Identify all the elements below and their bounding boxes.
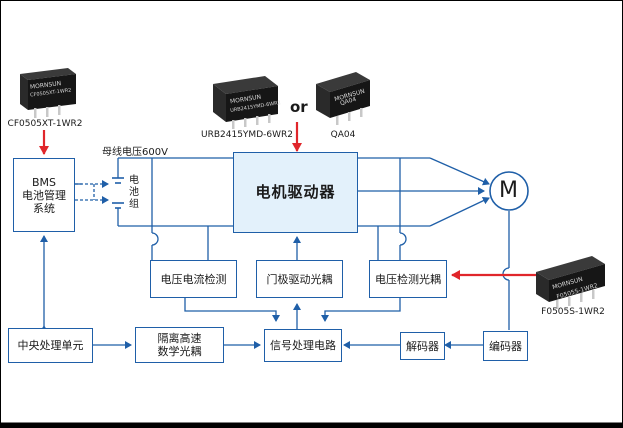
motor-driver-block: 电机驱动器	[233, 152, 358, 233]
signal-processing-circuit-block: 信号处理电路	[264, 329, 342, 362]
module-urb2415ymd-image	[213, 76, 278, 129]
cf0505xt-label: CF0505XT-1WR2	[7, 119, 83, 129]
module-f0505s-image	[536, 256, 605, 309]
voltage-detect-optocoupler-block: 电压检测光耦	[369, 260, 447, 298]
connector-lines	[40, 157, 510, 349]
qa04-label: QA04	[330, 130, 356, 140]
battery-pack-label: 电 池 组	[129, 175, 139, 210]
encoder-block: 编码器	[483, 331, 528, 361]
gate-drive-optocoupler-block: 门极驱动光耦	[256, 260, 343, 298]
central-processing-unit-block: 中央处理单元	[8, 328, 93, 363]
voltage-current-detect-block: 电压电流检测	[150, 260, 237, 298]
module-qa04-image	[316, 72, 370, 125]
module-cf0505xt-image	[20, 68, 76, 118]
motor-symbol: M	[499, 178, 518, 203]
module-arrows	[39, 122, 538, 280]
bus-voltage-label: 母线电压600V	[102, 147, 168, 158]
motor-circle	[489, 171, 529, 211]
bms-block: BMS 电池管理 系统	[13, 158, 75, 232]
f0505s-label: F0505S-1WR2	[541, 307, 605, 317]
isolated-digital-optocoupler-block: 隔离高速 数学光耦	[135, 327, 224, 363]
decoder-block: 解码器	[400, 332, 445, 360]
urb2415ymd-label: URB2415YMD-6WR2	[201, 130, 293, 140]
or-label: or	[290, 98, 308, 116]
